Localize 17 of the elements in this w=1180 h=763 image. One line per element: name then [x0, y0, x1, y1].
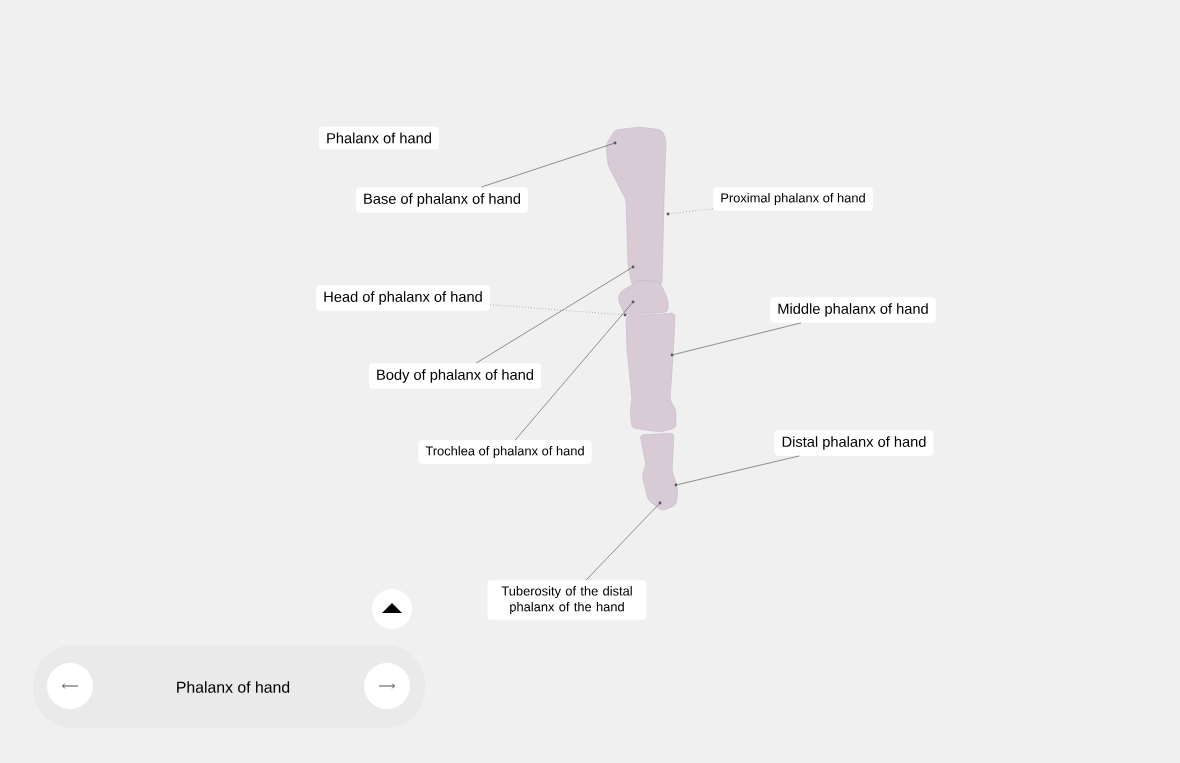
leader-line: [673, 322, 802, 355]
leader-line: [480, 143, 614, 188]
leader-line: [515, 303, 633, 441]
leader-line: [585, 503, 660, 581]
leader-line: [677, 455, 800, 485]
part-label: Base of phalanx of hand: [356, 187, 528, 213]
part-label: Middle phalanx of hand: [770, 297, 936, 323]
part-label: Proximal phalanx of hand: [713, 187, 873, 211]
part-label: Trochlea of phalanx of hand: [418, 440, 592, 464]
part-label: Body of phalanx of hand: [369, 363, 541, 389]
part-label: Distal phalanx of hand: [774, 430, 934, 456]
leader-line: [475, 267, 632, 364]
part-label: Phalanx of hand: [319, 126, 439, 150]
part-label: Tuberosity of the distal phalanx of the hand: [487, 580, 647, 620]
leader-line: [669, 208, 714, 215]
nav-title: Phalanx of hand: [177, 681, 290, 693]
part-label: Head of phalanx of hand: [316, 285, 490, 311]
